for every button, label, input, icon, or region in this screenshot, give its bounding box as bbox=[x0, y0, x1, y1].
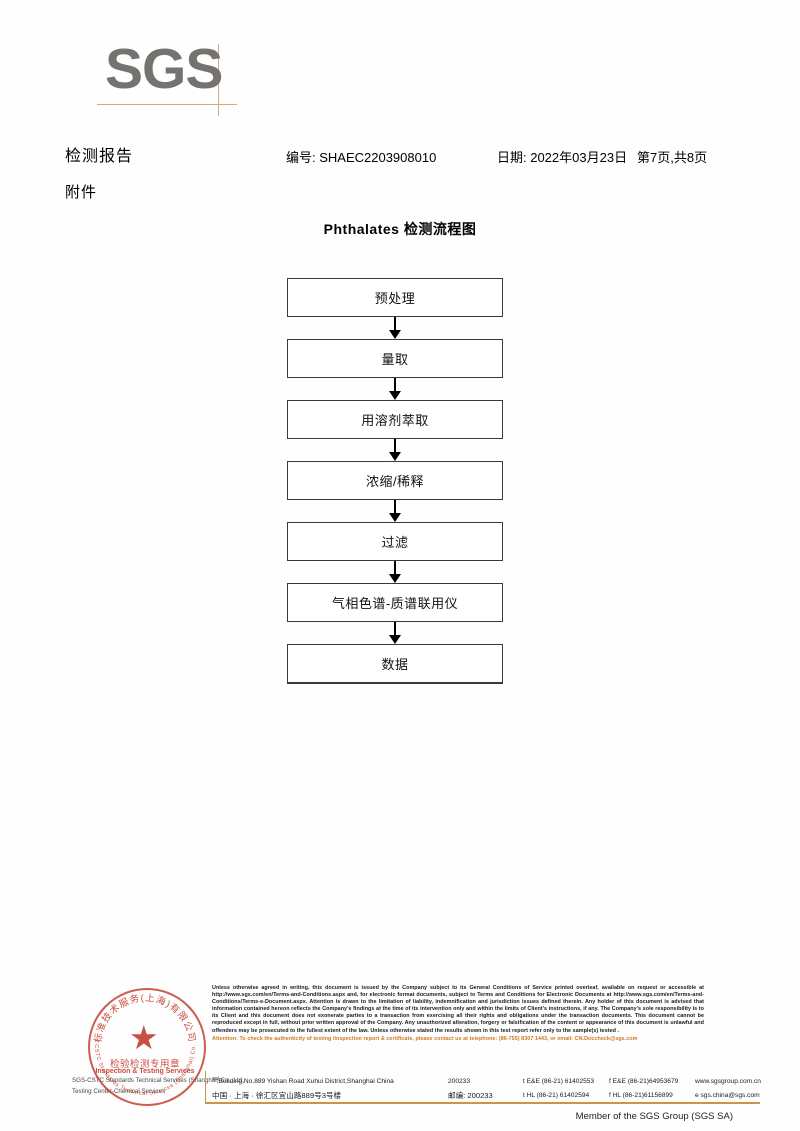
flowchart: 预处理 量取 用溶剂萃取 浓缩/稀释 过滤 气相色谱-质谱联 bbox=[287, 278, 503, 684]
page-footer: Unless otherwise agreed in writing, this… bbox=[0, 975, 800, 1131]
stamp-center-cn: 检验检测专用章 bbox=[109, 1059, 180, 1070]
footer-vertical-divider bbox=[205, 1071, 206, 1103]
flow-step-measure: 量取 bbox=[287, 339, 503, 378]
flow-arrow-down-icon bbox=[287, 500, 503, 522]
flow-step-concentrate-dilute: 浓缩/稀释 bbox=[287, 461, 503, 500]
footer-contact-block: 3rdBuilding,No.889 Yishan Road Xuhui Dis… bbox=[205, 1074, 761, 1102]
stamp-arc-text: 标准技术服务(上海)有限公司 SGS-CSTC Standards Techni… bbox=[88, 988, 197, 1097]
attention-notice: Attention: To check the authenticity of … bbox=[212, 1035, 638, 1042]
flow-step-pretreatment: 预处理 bbox=[287, 278, 503, 317]
address-ordinal: 3rd bbox=[212, 1076, 219, 1082]
logo-vertical-line bbox=[218, 44, 219, 116]
legal-disclaimer: Unless otherwise agreed in writing, this… bbox=[212, 985, 704, 1043]
flow-step-label: 预处理 bbox=[374, 291, 416, 306]
flow-step-gcms: 气相色谱-质谱联用仪 bbox=[287, 583, 503, 622]
flowchart-title: Phthalates 检测流程图 bbox=[323, 221, 477, 237]
flow-step-label: 用溶剂萃取 bbox=[361, 413, 429, 428]
flow-arrow-down-icon bbox=[287, 378, 503, 400]
flow-step-solvent-extraction: 用溶剂萃取 bbox=[287, 400, 503, 439]
zip-en: 200233 bbox=[448, 1077, 471, 1085]
telephone-en: t E&E (86-21) 61402553 bbox=[523, 1077, 595, 1085]
flow-arrow-down-icon bbox=[287, 317, 503, 339]
flow-step-label: 量取 bbox=[381, 352, 409, 367]
address-cn: 中国 · 上海 · 徐汇区宜山路889号3号楼 bbox=[212, 1090, 342, 1100]
contact-row-en: 3rdBuilding,No.889 Yishan Road Xuhui Dis… bbox=[205, 1074, 761, 1088]
star-icon: ★ bbox=[129, 1019, 159, 1056]
legal-text: Unless otherwise agreed in writing, this… bbox=[212, 985, 704, 1034]
fax-en: f E&E (86-21)64953679 bbox=[609, 1077, 679, 1085]
email-link[interactable]: e sgs.china@sgs.com bbox=[695, 1091, 760, 1099]
sgs-group-member-note: Member of the SGS Group (SGS SA) bbox=[575, 1111, 733, 1122]
flow-step-label: 数据 bbox=[381, 657, 409, 672]
page-title: 检测报告 bbox=[65, 148, 134, 165]
fax-cn: f HL (86-21)61156899 bbox=[609, 1091, 673, 1099]
logo-horizontal-line bbox=[97, 104, 237, 105]
flow-arrow-down-icon bbox=[287, 622, 503, 644]
flow-step-label: 过滤 bbox=[381, 535, 409, 550]
contact-row-cn: 中国 · 上海 · 徐汇区宜山路889号3号楼 邮编: 200233 t HL … bbox=[205, 1088, 760, 1102]
flow-arrow-down-icon bbox=[287, 439, 503, 461]
report-number: 编号: SHAEC2203908010 bbox=[286, 150, 437, 165]
page-subtitle: 附件 bbox=[65, 184, 98, 201]
stamp-center-en: Inspection & Testing Services bbox=[95, 1068, 195, 1075]
zip-cn: 邮编: 200233 bbox=[448, 1090, 493, 1100]
flow-step-label: 气相色谱-质谱联用仪 bbox=[331, 596, 459, 611]
sgs-logo: SGS bbox=[97, 38, 257, 118]
address-en: 3rdBuilding,No.889 Yishan Road Xuhui Dis… bbox=[212, 1076, 394, 1086]
flow-arrow-down-icon bbox=[287, 561, 503, 583]
logo-text: SGS bbox=[105, 37, 223, 101]
page-indicator: 第7页,共8页 bbox=[637, 150, 708, 165]
telephone-cn: t HL (86-21) 61402594 bbox=[523, 1091, 590, 1099]
company-seal-stamp: 标准技术服务(上海)有限公司 SGS-CSTC Standards Techni… bbox=[88, 988, 206, 1106]
website-link[interactable]: www.sgsgroup.com.cn bbox=[695, 1077, 761, 1085]
flow-step-label: 浓缩/稀释 bbox=[365, 474, 425, 489]
flow-step-data: 数据 bbox=[287, 644, 503, 684]
flow-step-filtration: 过滤 bbox=[287, 522, 503, 561]
report-date: 日期: 2022年03月23日 bbox=[497, 150, 628, 165]
footer-divider bbox=[205, 1102, 760, 1104]
stamp-outer-ring bbox=[88, 988, 206, 1106]
